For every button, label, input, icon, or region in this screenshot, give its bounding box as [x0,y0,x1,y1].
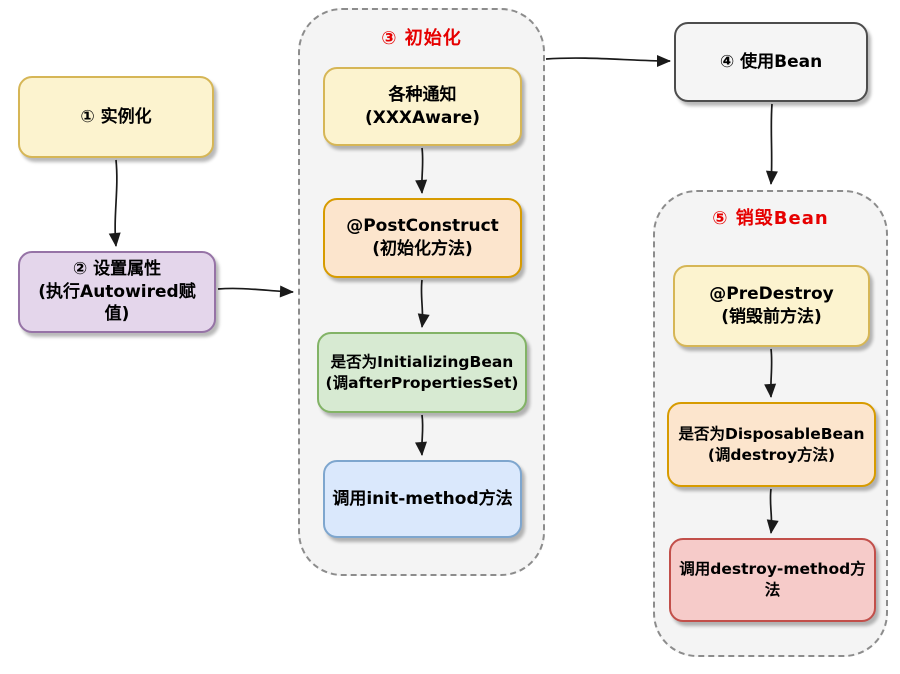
arrow-init-to-usebean [545,54,671,67]
node-pre-destroy-label: @PreDestroy (销毁前方法) [709,284,834,327]
destroy-phase-title: ⑤ 销毁Bean [712,208,829,229]
node-aware: 各种通知 (XXXAware) [323,67,522,146]
node-disposable-bean: 是否为DisposableBean (调destroy方法) [667,402,876,487]
node-destroy-method-label: 调用destroy-method方法 [679,560,866,599]
node-pre-destroy: @PreDestroy (销毁前方法) [673,265,870,347]
node-post-construct: @PostConstruct (初始化方法) [323,198,522,278]
node-init-method-label: 调用init-method方法 [332,488,513,509]
node-instantiate-label: ① 实例化 [80,106,152,127]
node-post-construct-label: @PostConstruct (初始化方法) [346,216,499,259]
node-use-bean-label: ④ 使用Bean [719,51,823,72]
node-aware-label: 各种通知 (XXXAware) [364,84,481,128]
node-destroy-method: 调用destroy-method方法 [669,538,876,622]
node-disposable-bean-label: 是否为DisposableBean (调destroy方法) [678,424,865,464]
arrow-instantiate-to-setproperties [108,159,121,247]
arrow-setproperties-to-init [217,285,294,298]
arrow-usebean-to-destroy [765,103,778,185]
node-set-properties-label: ② 设置属性 (执行Autowired赋 值) [38,258,196,325]
node-use-bean: ④ 使用Bean [674,22,868,102]
node-initializing-bean: 是否为InitializingBean (调afterPropertiesSet… [317,332,527,413]
node-init-method: 调用init-method方法 [323,460,522,538]
node-set-properties: ② 设置属性 (执行Autowired赋 值) [18,251,216,333]
init-phase-title: ③ 初始化 [381,28,462,49]
node-initializing-bean-label: 是否为InitializingBean (调afterPropertiesSet… [325,352,519,392]
node-instantiate: ① 实例化 [18,76,214,158]
